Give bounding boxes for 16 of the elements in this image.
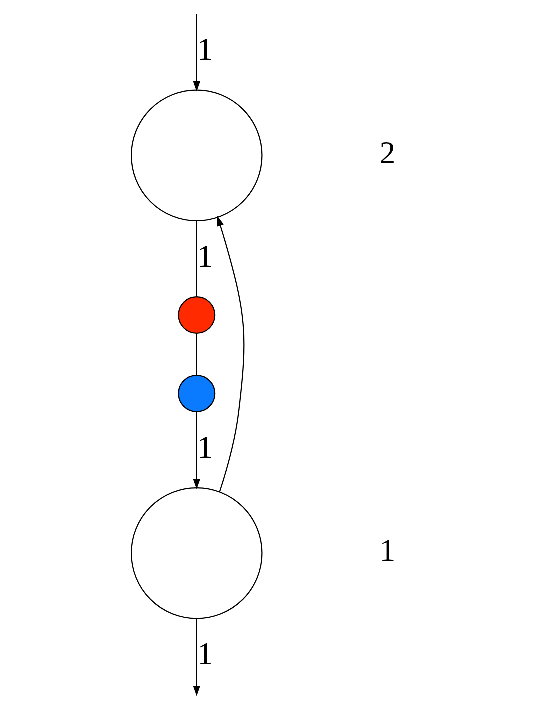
edge-label: 1 <box>197 238 214 274</box>
node-circle <box>178 296 216 334</box>
arrow <box>193 412 200 490</box>
connector <box>196 334 198 376</box>
edge-label: 1 <box>197 636 214 672</box>
arrow <box>193 618 200 696</box>
node-circle <box>178 374 216 412</box>
label: 1 <box>380 533 396 568</box>
edge-label: 1 <box>197 430 214 465</box>
label: 2 <box>380 135 396 170</box>
arrow <box>217 216 245 492</box>
node-circle <box>130 487 263 620</box>
node-circle <box>130 90 263 222</box>
arrow <box>193 14 200 92</box>
connector <box>196 221 198 297</box>
edge-label: 1 <box>197 32 214 68</box>
